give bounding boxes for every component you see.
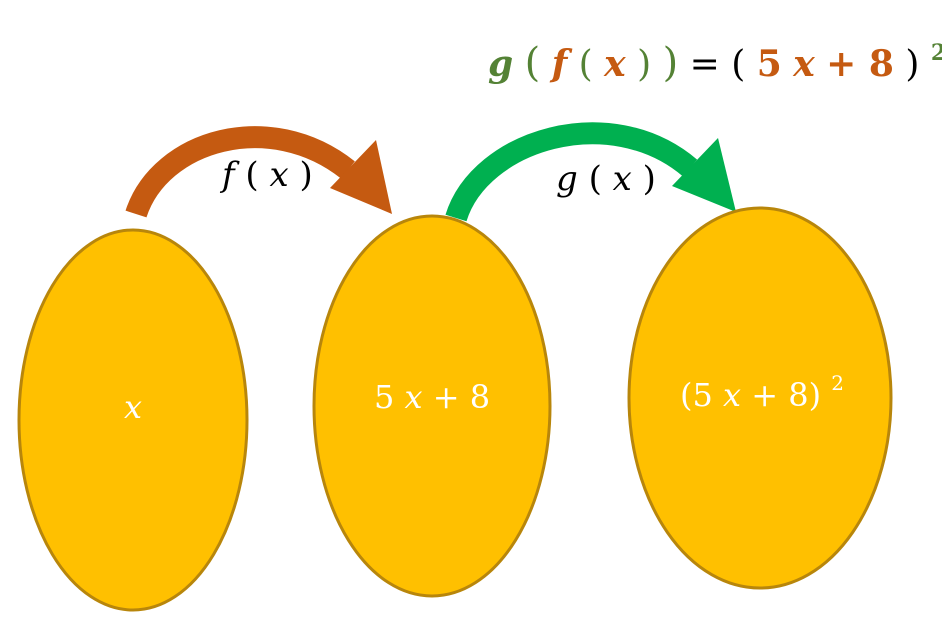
arrow-g-label-var: x	[613, 159, 632, 199]
arrow-f-shaft	[125, 126, 355, 218]
title-rhs-x: x	[792, 43, 815, 85]
arrow-f-label-var: x	[269, 155, 288, 195]
arrow-f-label: f ( x )	[219, 155, 313, 195]
title-rhs-exponent: 2	[931, 40, 942, 66]
set-intermediate-x: x	[404, 378, 422, 416]
arrow-g-shaft	[445, 122, 698, 222]
set-codomain-exponent: 2	[831, 371, 844, 395]
title-f: f	[549, 43, 573, 85]
set-intermediate-5: 5	[374, 378, 394, 416]
title-rhs-5: 5	[757, 43, 782, 85]
arrow-f	[125, 126, 392, 218]
arrow-g-label-close: )	[643, 159, 656, 199]
arrow-g	[445, 122, 736, 222]
title-paren-outer-close: )	[663, 40, 679, 86]
set-intermediate-oval	[312, 214, 552, 598]
title-rhs-open: (	[731, 44, 745, 85]
title-paren-outer-open: (	[525, 40, 541, 86]
arrow-g-label-open: (	[589, 159, 602, 199]
arrow-f-label-open: (	[245, 155, 258, 195]
set-domain-label: x	[124, 388, 142, 426]
arrow-f-label-fn: f	[219, 155, 240, 195]
set-domain-oval	[17, 228, 249, 612]
set-codomain-plus8: + 8)	[751, 376, 821, 414]
composition-formula: g ( f ( x ) ) = ( 5 x + 8 ) 2	[488, 40, 942, 86]
title-paren-inner-close: )	[637, 44, 651, 85]
title-rhs-close: )	[905, 44, 919, 85]
set-codomain-x: x	[723, 376, 741, 414]
set-intermediate-plus8: + 8	[433, 378, 490, 416]
arrow-g-label-fn: g	[556, 159, 578, 199]
arrow-g-head	[672, 138, 736, 212]
set-intermediate-label: 5 x + 8	[374, 378, 490, 416]
set-codomain-oval	[627, 206, 893, 590]
arrow-g-label: g ( x )	[556, 159, 656, 199]
set-codomain-label: (5 x + 8) 2	[680, 371, 844, 414]
set-codomain-open5: (5	[680, 376, 713, 414]
arrow-f-label-close: )	[299, 155, 312, 195]
title-paren-inner-open: (	[579, 44, 593, 85]
title-x: x	[603, 43, 626, 85]
arrow-f-head	[330, 140, 392, 214]
title-equals: =	[690, 44, 732, 85]
title-rhs-plus8: + 8	[826, 43, 894, 85]
title-g: g	[488, 43, 513, 85]
